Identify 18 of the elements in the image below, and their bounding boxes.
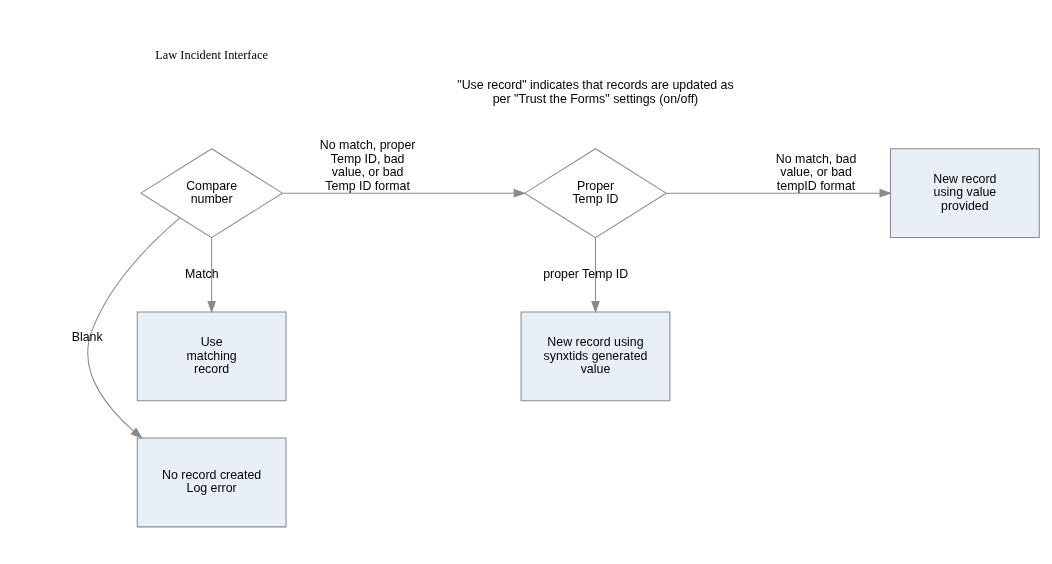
edge-label: proper Temp ID <box>543 266 629 281</box>
arrow <box>207 237 216 314</box>
edge-label: Match <box>184 266 219 281</box>
edge-label: No match, bad value, or bad tempID format <box>775 151 857 193</box>
edge-label: Blank <box>71 330 103 344</box>
node-box: New record using synxtids generated value <box>520 311 671 402</box>
arrow <box>87 217 181 439</box>
label: Law Incident Interface <box>155 47 268 62</box>
arrow <box>665 188 892 198</box>
node-box: Use matching record <box>136 311 287 402</box>
node-diamond: Compare number <box>139 148 284 239</box>
node-box: New record using value provided <box>889 148 1040 239</box>
arrow <box>591 237 600 314</box>
node-diamond: Proper Temp ID <box>523 148 668 239</box>
node-box: No record created Log error <box>136 437 287 528</box>
edge-label: No match, proper Temp ID, bad value, or bad Temp ID format <box>319 138 416 193</box>
arrow <box>282 188 527 198</box>
label: "Use record" indicates that records are updated as per "Trust the Forms" settings (on/off) <box>457 78 734 106</box>
